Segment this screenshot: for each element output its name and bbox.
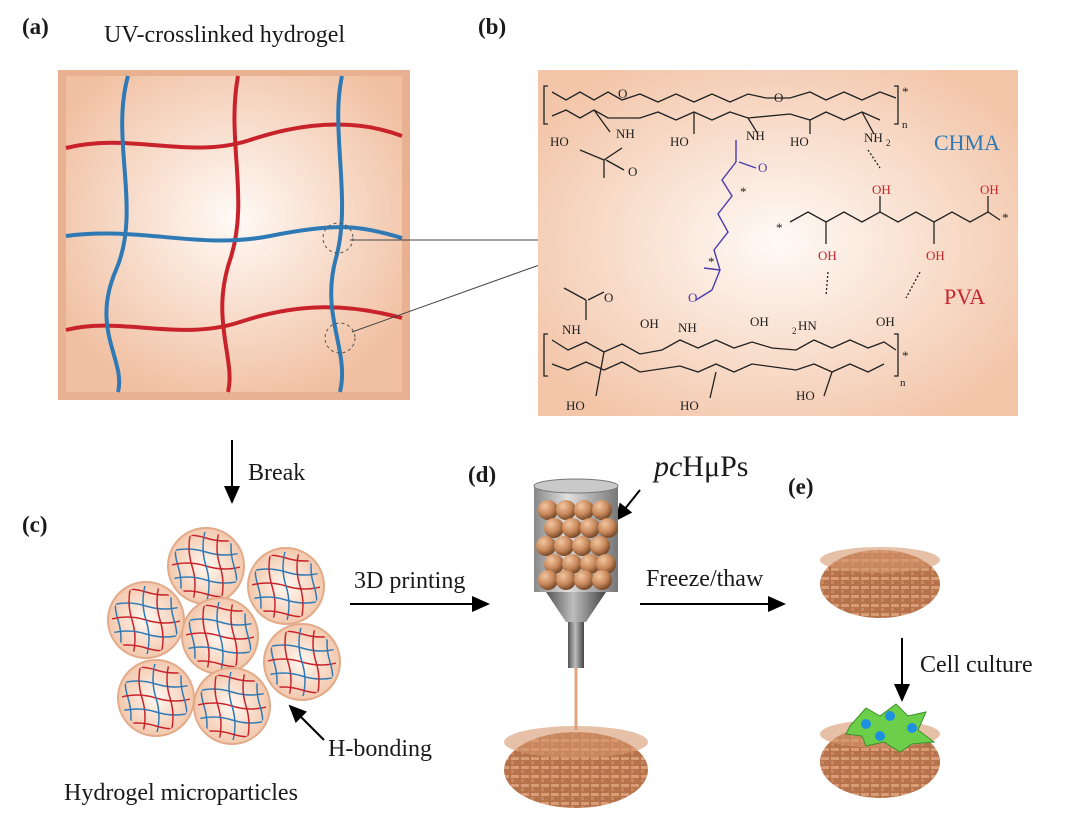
syringe-ball	[574, 500, 594, 520]
panel-c-label: (c)	[22, 512, 48, 537]
syringe-particles	[536, 500, 618, 590]
chem-star-2: *	[740, 184, 747, 199]
panel-b-label: (b)	[478, 14, 507, 39]
chem-star-1: *	[902, 84, 909, 99]
printed-scaffold-d	[504, 726, 648, 808]
syringe-ball	[580, 554, 600, 574]
printer-syringe	[533, 478, 619, 730]
scaffold-after-thaw	[820, 547, 940, 618]
chma-label: CHMA	[934, 130, 1001, 155]
particles-label-rest: HμPs	[682, 450, 749, 483]
panel-e-label: (e)	[788, 474, 814, 499]
syringe-ball	[562, 518, 582, 538]
chem-o-3: O	[774, 90, 783, 105]
syringe-ball	[590, 536, 610, 556]
hydrogel-network-block	[58, 70, 410, 400]
chem-ho-5: HO	[680, 398, 699, 413]
chem-nh-2: NH	[746, 128, 765, 143]
chem-o-1: O	[628, 164, 637, 179]
panel-a-label: (a)	[22, 14, 49, 39]
freeze-label: Freeze/thaw	[646, 566, 764, 592]
syringe-ball	[596, 554, 616, 574]
syringe-ball	[544, 518, 564, 538]
particles-label-italic: pc	[654, 450, 683, 483]
microparticle	[181, 597, 259, 675]
syringe-ball	[598, 518, 618, 538]
scaffold-with-cells	[820, 703, 940, 798]
particles-label: pcHμPs	[654, 450, 748, 484]
chem-oh-pva-4: OH	[926, 248, 945, 263]
microparticles-caption: Hydrogel microparticles	[64, 780, 298, 806]
chem-n-1: n	[902, 119, 908, 131]
chem-star-6: *	[902, 348, 909, 363]
chem-nh2: NH	[864, 130, 883, 145]
chem-ho-1: HO	[550, 134, 569, 149]
pva-label: PVA	[944, 284, 986, 309]
chem-hn-pre: 2	[792, 326, 797, 336]
chem-oh-3: OH	[876, 314, 895, 329]
methacrylate-linker	[695, 140, 757, 301]
chem-star-5: *	[1002, 210, 1009, 225]
microparticle-cluster	[107, 527, 341, 745]
syringe-ball	[538, 500, 558, 520]
syringe-ball	[562, 554, 582, 574]
syringe-ball	[536, 536, 556, 556]
chem-oh-pva-3: OH	[818, 248, 837, 263]
chem-star-4: *	[776, 220, 783, 235]
chem-o-2: O	[618, 86, 627, 101]
printing-label: 3D printing	[354, 568, 466, 594]
chem-oh-pva-1: OH	[872, 182, 891, 197]
syringe-ball	[592, 570, 612, 590]
chem-nh2-sub: 2	[886, 138, 891, 148]
chem-oh-pva-2: OH	[980, 182, 999, 197]
hbond-pointer	[288, 704, 325, 741]
chem-ho-2: HO	[670, 134, 689, 149]
panel-d-label: (d)	[468, 462, 497, 487]
syringe-ball	[580, 518, 600, 538]
microparticle	[263, 623, 341, 701]
panel-a-title: UV-crosslinked hydrogel	[104, 22, 346, 48]
chem-oh-2: OH	[750, 314, 769, 329]
chem-oh-1: OH	[640, 316, 659, 331]
syringe-ball	[572, 536, 592, 556]
particles-pointer	[614, 489, 641, 522]
microparticle	[117, 659, 195, 737]
syringe-ball	[574, 570, 594, 590]
syringe-ball	[556, 500, 576, 520]
chemistry-panel	[538, 70, 1018, 416]
break-label: Break	[248, 460, 306, 486]
chem-ho-3: HO	[790, 134, 809, 149]
hbond-label: H-bonding	[328, 736, 432, 762]
chem-n-2: n	[900, 377, 906, 389]
chem-o-4: O	[604, 290, 613, 305]
syringe-ball	[554, 536, 574, 556]
culture-label: Cell culture	[920, 652, 1033, 678]
chem-nh-1: NH	[616, 126, 635, 141]
syringe-ball	[538, 570, 558, 590]
chem-nh-3: NH	[562, 322, 581, 337]
chem-ho-4: HO	[566, 398, 585, 413]
chem-o-purple-1: O	[758, 160, 767, 175]
chem-nh-4: NH	[678, 320, 697, 335]
chem-hn: HN	[798, 318, 817, 333]
chemical-structure	[543, 85, 1001, 399]
chem-o-purple-2: O	[688, 290, 697, 305]
chem-star-3: *	[708, 254, 715, 269]
syringe-ball	[592, 500, 612, 520]
syringe-ball	[556, 570, 576, 590]
syringe-ball	[544, 554, 564, 574]
chem-ho-6: HO	[796, 388, 815, 403]
